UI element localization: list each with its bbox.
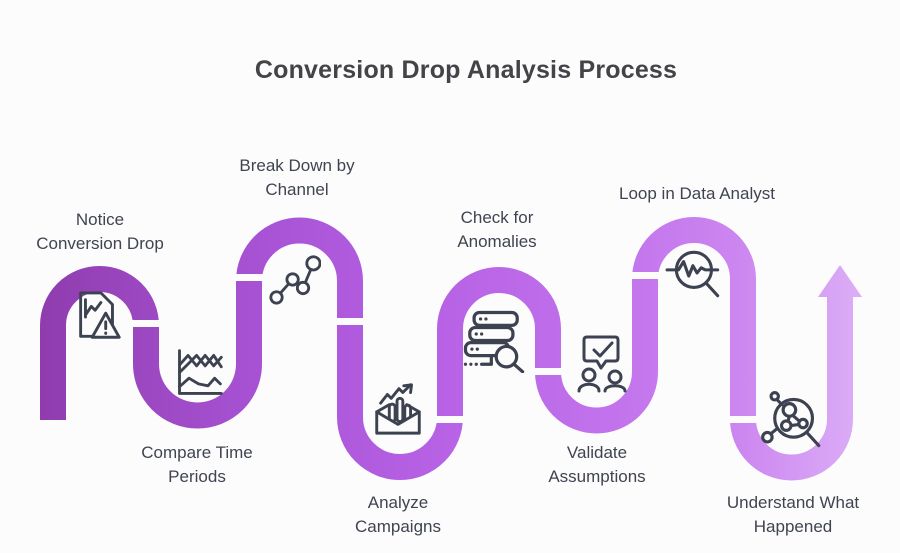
waveform-magnifier-icon (664, 244, 728, 304)
diagram-title: Conversion Drop Analysis Process (254, 56, 678, 84)
document-alert-icon (71, 288, 125, 346)
step-label: Notice Conversion Drop (36, 210, 164, 253)
connected-dots-icon (268, 252, 321, 305)
segment-gap (727, 416, 759, 423)
arrow-head-icon (818, 265, 862, 297)
snake-path (40, 217, 853, 481)
segment-gap (434, 416, 466, 423)
step-label: Break Down by Channel (239, 156, 355, 199)
molecule-magnifier-icon (759, 390, 824, 455)
database-search-icon (459, 308, 528, 373)
segment-gap (629, 272, 661, 279)
segment-gap (532, 368, 564, 375)
step-label: Understand What Happened (726, 493, 860, 536)
segment-gap (130, 320, 162, 327)
segment-gaps (130, 272, 759, 423)
segment-gap (233, 274, 265, 281)
line-chart-icon (170, 344, 227, 401)
step-label: Check for Anomalies (457, 208, 537, 251)
step-label: Compare Time Periods (141, 443, 253, 486)
envelope-bar-chart-icon (369, 379, 427, 437)
segment-gap (334, 318, 366, 325)
step-label: Validate Assumptions (548, 443, 646, 486)
people-checkmark-icon (570, 333, 630, 393)
step-label: Loop in Data Analyst (619, 184, 775, 203)
step-label: Analyze Campaigns (355, 493, 441, 536)
